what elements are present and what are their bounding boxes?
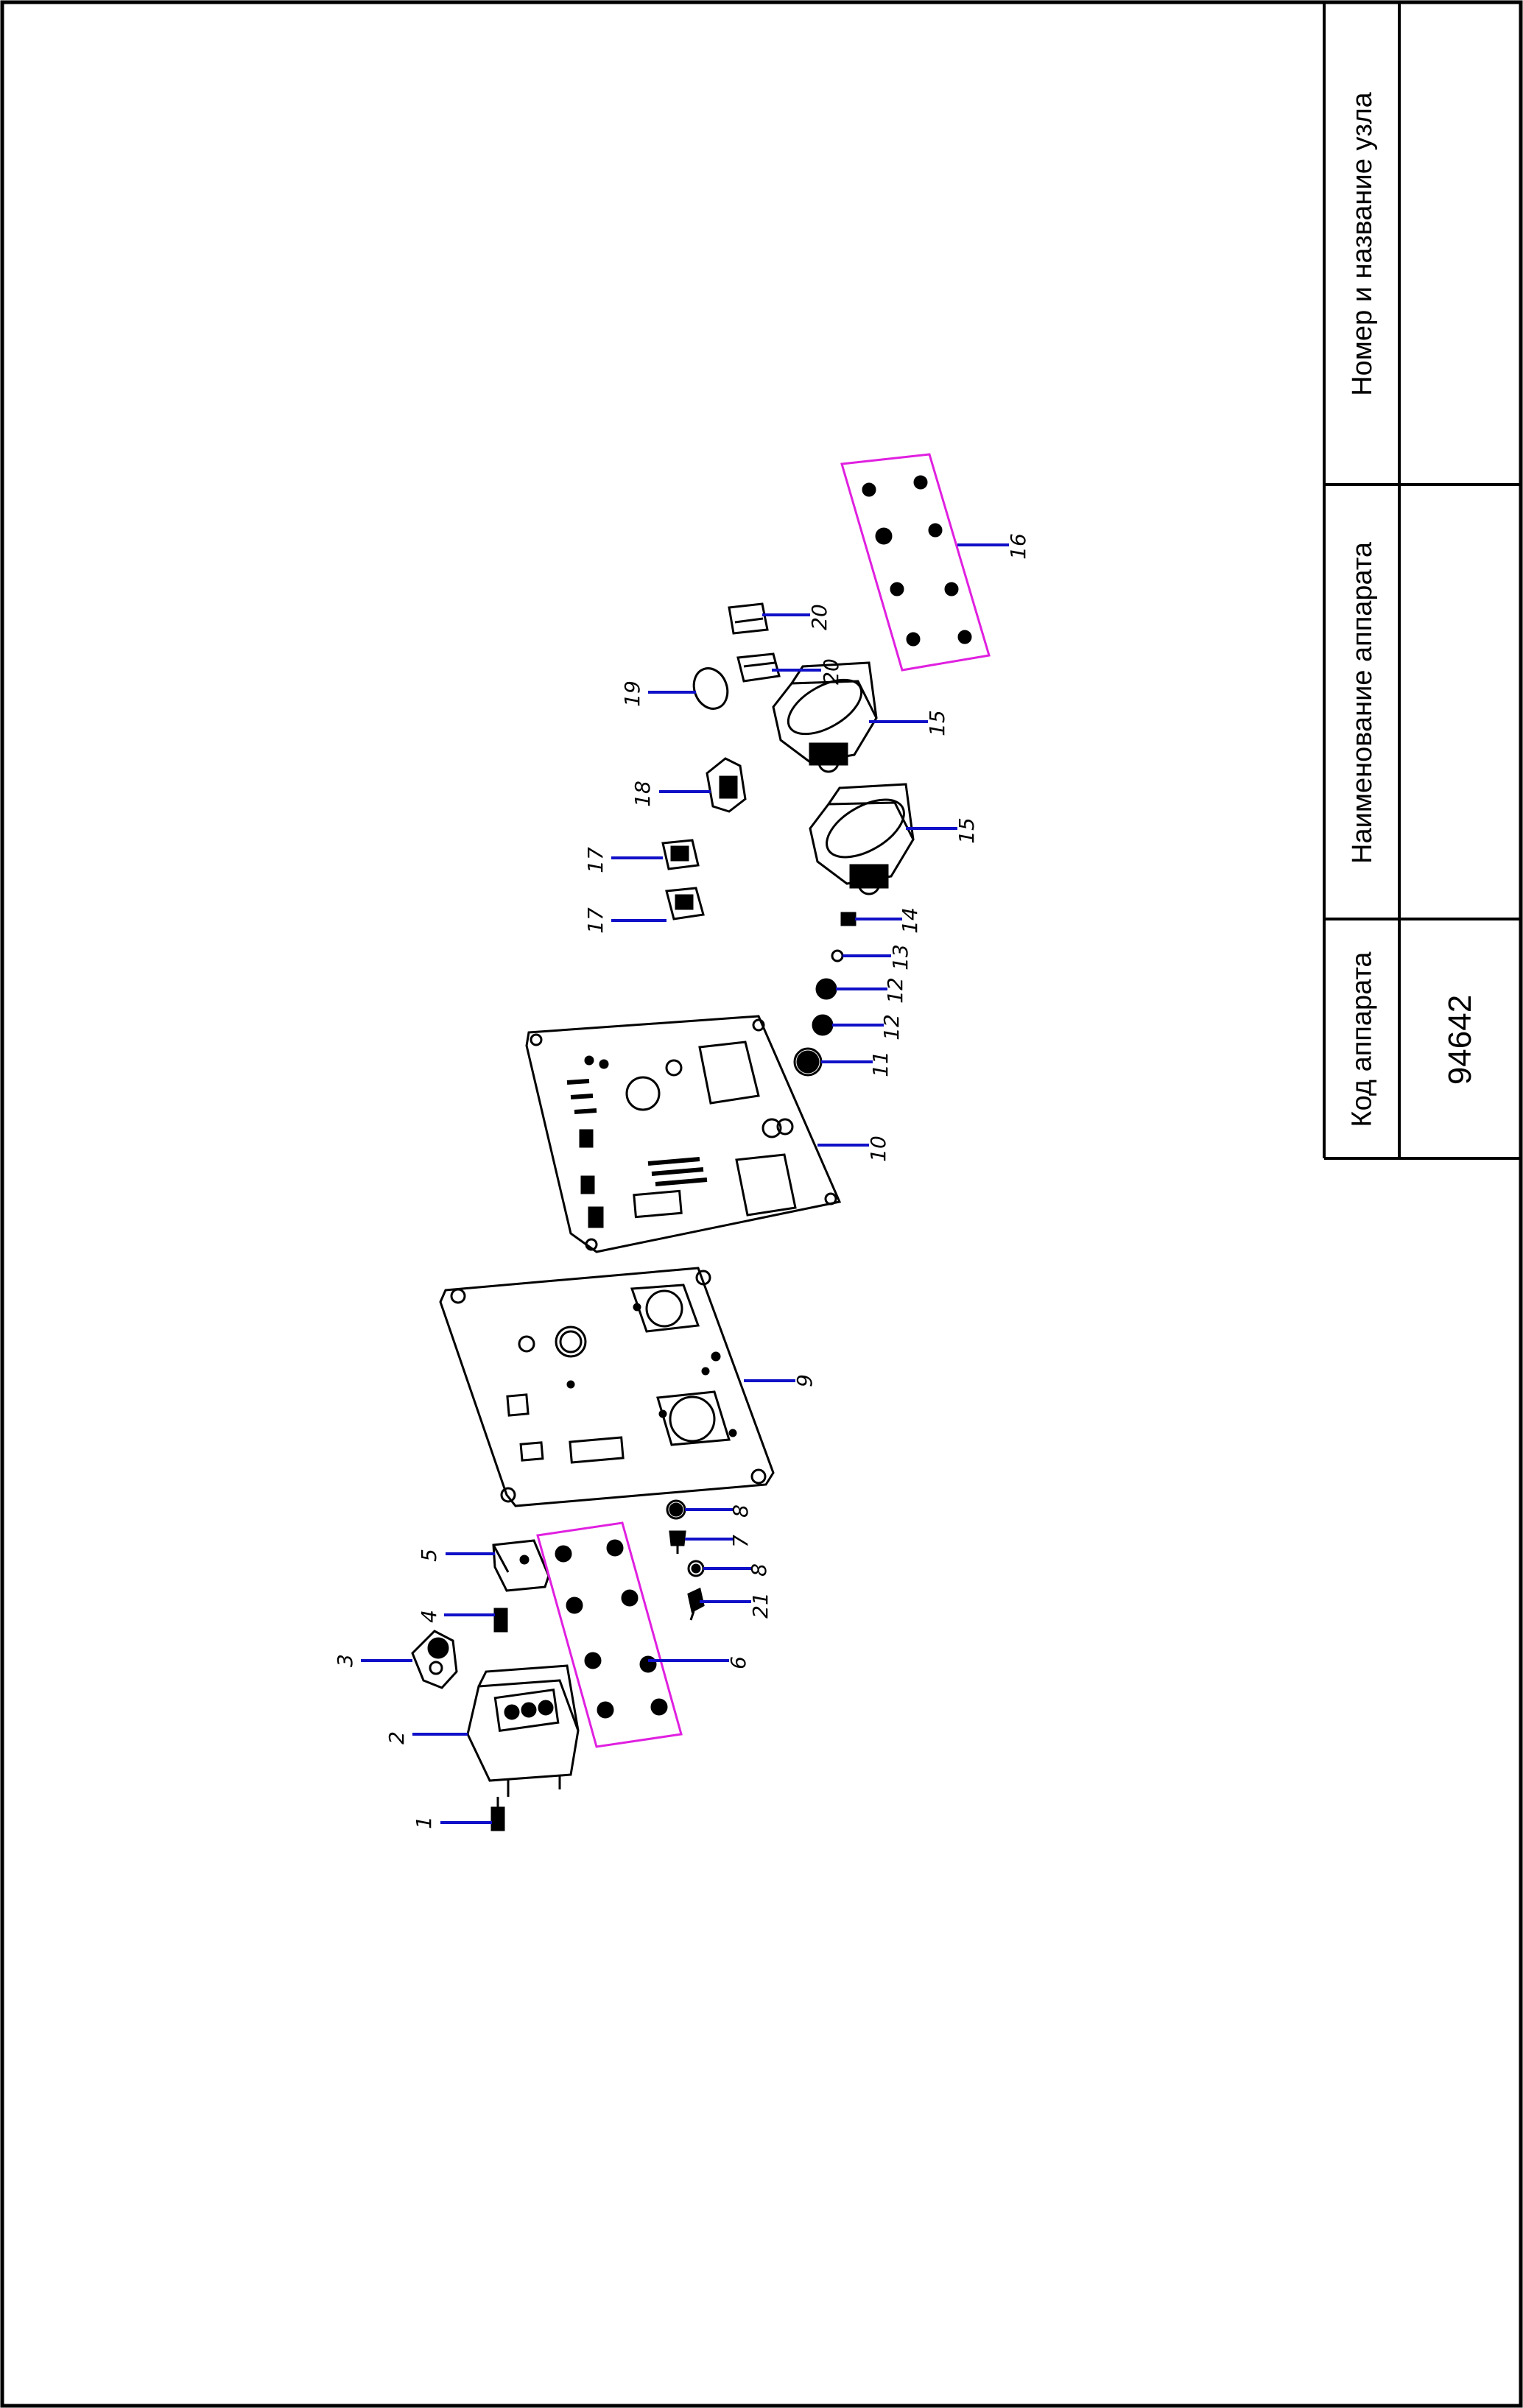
part-9-panel	[439, 1267, 775, 1507]
callout-12b: 12	[883, 977, 907, 1004]
code-label-cell: Код аппарата	[1326, 920, 1399, 1158]
node-value-cell	[1401, 4, 1521, 485]
callout-21: 21	[748, 1592, 773, 1619]
callout-3: 3	[333, 1654, 357, 1667]
callout-8a: 8	[728, 1504, 753, 1518]
callout-20b: 20	[807, 604, 831, 630]
name-value-cell	[1401, 486, 1521, 919]
hardware-7-8-21	[666, 1499, 705, 1621]
code-value-cell: 94642	[1401, 920, 1521, 1158]
callout-8b: 8	[747, 1563, 771, 1577]
callout-17b: 17	[583, 847, 608, 873]
callout-2: 2	[384, 1731, 409, 1745]
title-block-grid	[1323, 2, 1521, 1160]
callout-19: 19	[620, 680, 644, 707]
callout-13: 13	[888, 944, 912, 971]
callout-11: 11	[868, 1051, 893, 1077]
name-label: Наименование аппарата	[1346, 541, 1378, 864]
part-15-switch-b	[772, 661, 878, 773]
callout-labels: 1 2 3 4 5 6 8 7 8 21 9 10 11 12 12 13 14…	[333, 533, 1030, 1829]
part-20-fuse-a	[736, 652, 781, 683]
callout-7: 7	[728, 1535, 753, 1548]
code-label: Код аппарата	[1346, 951, 1378, 1127]
part-18-lamp-holder	[706, 757, 747, 813]
node-label-cell: Номер и название узла	[1326, 4, 1399, 485]
callout-20a: 20	[819, 658, 843, 685]
part-5	[492, 1539, 550, 1592]
callout-12a: 12	[879, 1014, 904, 1041]
node-label: Номер и название узла	[1346, 92, 1378, 396]
callout-15a: 15	[954, 817, 979, 844]
part-10-board	[525, 1015, 842, 1253]
part-6-terminal-block	[536, 1521, 683, 1748]
callout-6: 6	[726, 1656, 750, 1669]
code-value: 94642	[1442, 994, 1479, 1085]
part-16-connector	[840, 453, 991, 672]
part-3	[411, 1630, 458, 1689]
callout-10: 10	[866, 1136, 890, 1162]
callout-16: 16	[1006, 533, 1030, 560]
part-4	[493, 1608, 508, 1633]
part-19-lens	[692, 667, 729, 710]
name-label-cell: Наименование аппарата	[1326, 486, 1399, 919]
part-17-relay-b	[661, 839, 700, 870]
part-20-fuse-b	[728, 602, 769, 635]
callout-1: 1	[412, 1816, 436, 1829]
part-1	[490, 1797, 505, 1831]
callout-14: 14	[898, 907, 922, 934]
callout-15b: 15	[925, 710, 949, 736]
parts-diagram	[411, 453, 991, 1831]
part-2	[466, 1664, 580, 1797]
callout-9: 9	[792, 1374, 817, 1387]
callout-5: 5	[417, 1549, 441, 1562]
part-15-switch-a	[809, 783, 915, 895]
leader-lines	[361, 543, 1009, 1824]
part-17-relay-a	[665, 887, 705, 920]
callout-4: 4	[417, 1610, 441, 1623]
callout-17a: 17	[583, 907, 608, 934]
hardware-11-14	[793, 912, 857, 1077]
callout-18: 18	[630, 781, 655, 807]
